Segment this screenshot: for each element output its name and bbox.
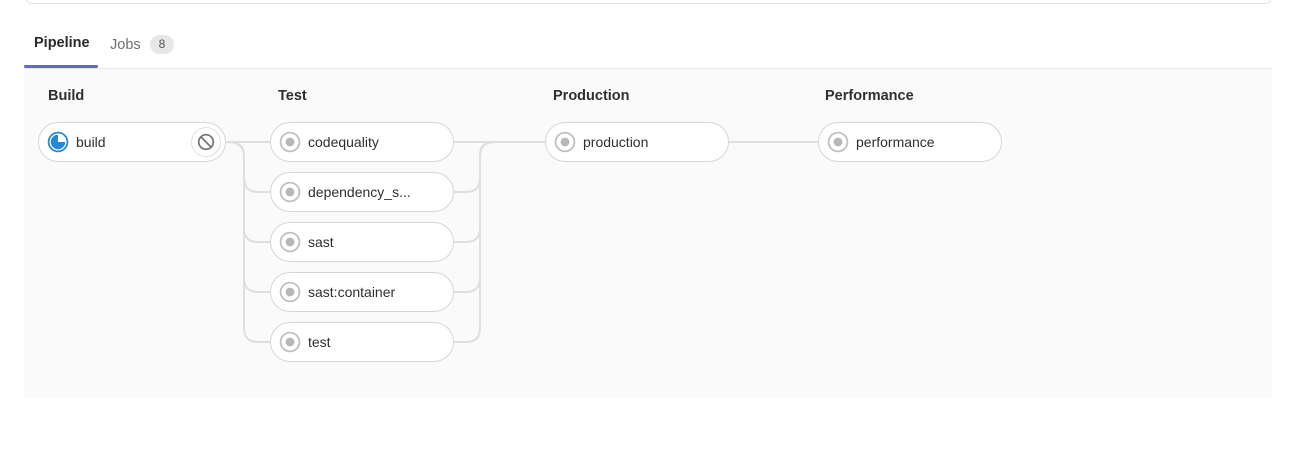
tabbar-divider [24, 68, 1272, 69]
job-test[interactable]: test [270, 322, 454, 362]
created-status-icon [827, 131, 849, 153]
stage-title-test: Test [278, 88, 307, 104]
job-sast-container[interactable]: sast:container [270, 272, 454, 312]
tab-jobs-label: Jobs [110, 36, 141, 53]
job-dependency-scanning[interactable]: dependency_s... [270, 172, 454, 212]
job-label: test [308, 334, 331, 350]
job-label: performance [856, 134, 935, 150]
job-label: dependency_s... [308, 184, 411, 200]
pipeline-connectors [226, 141, 818, 343]
job-label: build [76, 134, 106, 150]
job-label: codequality [308, 134, 379, 150]
active-tab-indicator [24, 65, 98, 68]
job-label: production [583, 134, 649, 150]
job-sast[interactable]: sast [270, 222, 454, 262]
job-label: sast [308, 234, 334, 250]
pipeline-graph: Build Test Production Performance build [24, 69, 1272, 398]
jobs-count-badge: 8 [149, 35, 175, 54]
created-status-icon [279, 281, 301, 303]
job-build[interactable]: build [38, 122, 226, 162]
cancel-ban-icon [197, 133, 215, 151]
stage-title-performance: Performance [825, 88, 914, 104]
cancel-job-button[interactable] [191, 127, 221, 157]
created-status-icon [554, 131, 576, 153]
stage-title-production: Production [553, 88, 630, 104]
commit-box-bottom-edge [25, 0, 1272, 4]
job-performance[interactable]: performance [818, 122, 1002, 162]
created-status-icon [279, 231, 301, 253]
job-production[interactable]: production [545, 122, 729, 162]
created-status-icon [279, 331, 301, 353]
created-status-icon [279, 181, 301, 203]
stage-title-build: Build [48, 88, 85, 104]
created-status-icon [279, 131, 301, 153]
tab-pipeline[interactable]: Pipeline [34, 35, 90, 51]
running-status-icon [47, 131, 69, 153]
job-codequality[interactable]: codequality [270, 122, 454, 162]
tab-jobs[interactable]: Jobs 8 [110, 35, 175, 54]
job-label: sast:container [308, 284, 396, 300]
